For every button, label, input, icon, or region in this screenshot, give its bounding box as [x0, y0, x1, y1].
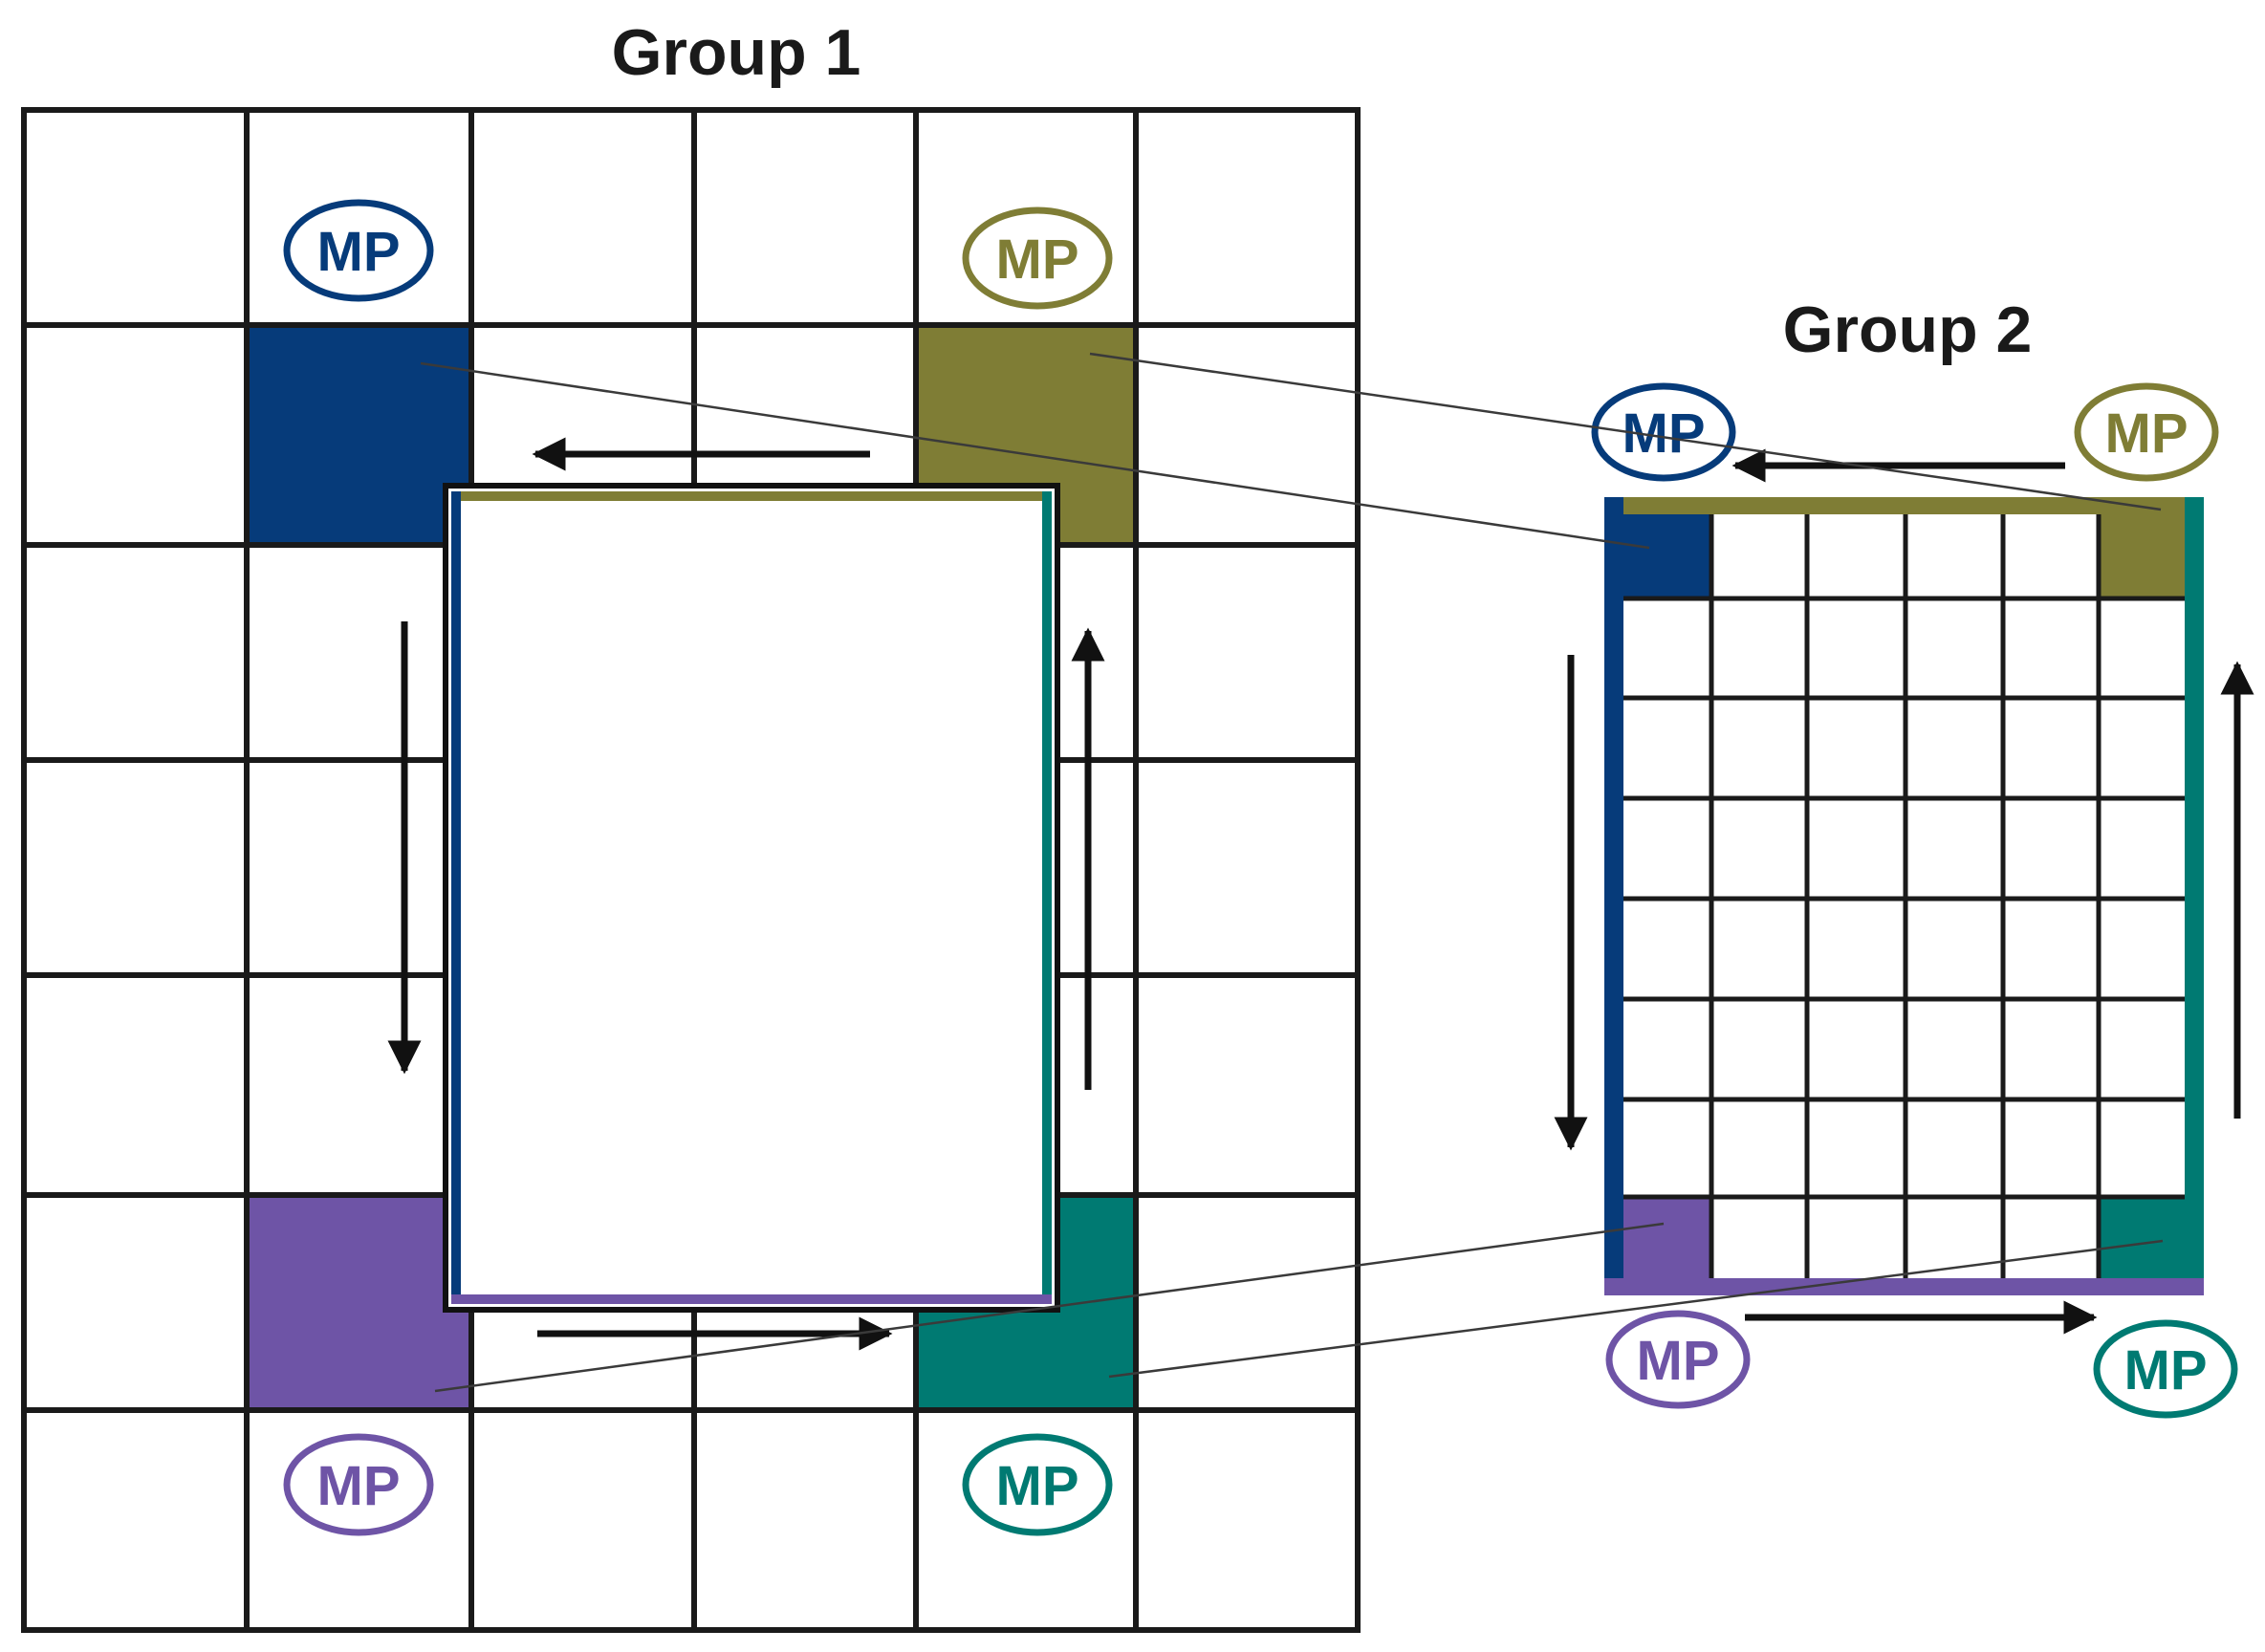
group1-mp-teal-label: MP	[996, 1455, 1079, 1517]
group2-top-border	[1604, 497, 2202, 514]
connector-olive	[1089, 352, 2162, 511]
group2-mp-olive: MP	[2074, 382, 2219, 482]
group2-teal-cell	[2099, 1197, 2185, 1278]
connector-teal	[1108, 1239, 2164, 1379]
group1-mp-olive: MP	[962, 206, 1113, 310]
group2-bottom-border	[1604, 1278, 2204, 1295]
group2-title: Group 2	[1783, 293, 2033, 366]
group2-mp-teal-label: MP	[2124, 1339, 2208, 1402]
group2-blue-cell	[1623, 514, 1711, 598]
group1-mp-blue-label: MP	[317, 221, 401, 283]
connector-purple	[434, 1222, 1665, 1393]
group2-mp-olive-label: MP	[2105, 402, 2189, 465]
group2-left-border	[1604, 497, 1623, 1295]
connector-lines	[420, 352, 2164, 1393]
group1-mp-olive-label: MP	[996, 228, 1079, 291]
group1-mp-blue: MP	[283, 199, 434, 302]
group1-blue-cell	[247, 325, 471, 545]
group2-mp-blue: MP	[1591, 382, 1736, 482]
group2-grid: MP MP MP MP	[1554, 382, 2254, 1419]
group2-mp-purple: MP	[1605, 1310, 1751, 1409]
group2-right-border	[2185, 497, 2204, 1295]
group1-purple-cell	[247, 1195, 471, 1410]
group1-mp-purple: MP	[283, 1433, 434, 1536]
group2-olive-cell	[2099, 514, 2185, 598]
group2-purple-cell	[1623, 1197, 1711, 1278]
group1-mp-teal: MP	[962, 1433, 1113, 1536]
group2-mp-purple-label: MP	[1637, 1330, 1720, 1392]
group1-title: Group 1	[612, 16, 861, 89]
group1-center-block	[443, 483, 1060, 1313]
group1-mp-purple-label: MP	[317, 1455, 401, 1517]
group1-grid: MP MP MP MP	[21, 107, 1361, 1633]
connector-blue	[420, 361, 1650, 550]
group2-mp-teal: MP	[2093, 1319, 2238, 1419]
